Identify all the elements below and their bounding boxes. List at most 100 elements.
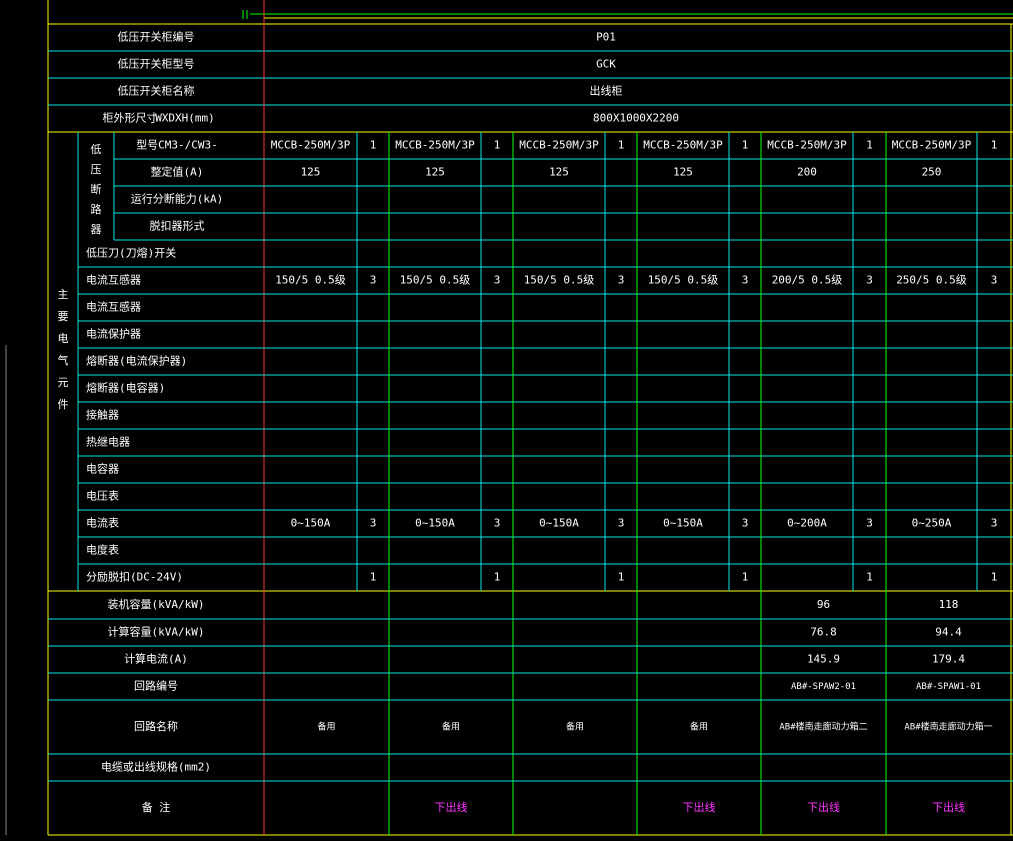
ammeter-range: 0~200A xyxy=(787,517,827,530)
breaker-model: MCCB-250M/3P xyxy=(519,139,599,152)
ammeter-qty: 3 xyxy=(494,517,501,530)
component-row-label: 热继电器 xyxy=(86,436,130,449)
ammeter-qty: 3 xyxy=(618,517,625,530)
shunt-qty: 1 xyxy=(742,571,749,584)
ct-spec: 200/5 0.5级 xyxy=(772,274,843,287)
footer-label: 计算容量(kVA/kW) xyxy=(108,625,205,639)
breaker-row-label: 型号CM3-/CW3- xyxy=(136,138,218,152)
circuit-name: 备用 xyxy=(566,721,584,733)
ct-qty: 3 xyxy=(742,274,749,287)
circuit-number: AB#-SPAW2-01 xyxy=(791,682,856,692)
shunt-qty: 1 xyxy=(866,571,873,584)
component-row-label: 电容器 xyxy=(86,462,119,476)
breaker-label: 断 xyxy=(91,182,102,196)
installed-capacity: 118 xyxy=(939,598,959,611)
header-label: 低压开关柜型号 xyxy=(118,57,195,71)
remark: 下出线 xyxy=(435,800,468,814)
ammeter-range: 0~150A xyxy=(291,517,331,530)
breaker-label: 器 xyxy=(91,223,102,236)
footer-label: 计算电流(A) xyxy=(124,652,188,666)
component-row-label: 电压表 xyxy=(86,489,119,503)
breaker-model: MCCB-250M/3P xyxy=(271,139,351,152)
shunt-qty: 1 xyxy=(991,571,998,584)
breaker-model: MCCB-250M/3P xyxy=(892,139,972,152)
component-row-label: 接触器 xyxy=(86,408,119,422)
main-components-label: 气 xyxy=(58,353,69,367)
header-label: 低压开关柜名称 xyxy=(118,84,195,98)
component-row-label: 电度表 xyxy=(86,543,119,557)
breaker-qty: 1 xyxy=(618,139,625,152)
component-row-label: 电流互感器 xyxy=(86,273,141,287)
footer-label: 装机容量(kVA/kW) xyxy=(108,597,205,611)
component-row-label: 低压刀(刀熔)开关 xyxy=(86,246,176,260)
calc-capacity: 94.4 xyxy=(935,626,962,639)
ct-qty: 3 xyxy=(618,274,625,287)
breaker-label: 路 xyxy=(91,203,102,216)
component-row-label: 熔断器(电容器) xyxy=(86,381,165,395)
footer-label: 回路名称 xyxy=(134,719,178,733)
main-components-label: 电 xyxy=(58,332,69,345)
breaker-qty: 1 xyxy=(742,139,749,152)
header-label: 柜外形尺寸 xyxy=(103,111,158,125)
circuit-name: 备用 xyxy=(690,721,708,733)
header-value: GCK xyxy=(596,58,616,71)
component-row-label: 电流保护器 xyxy=(86,327,141,341)
ct-spec: 150/5 0.5级 xyxy=(275,274,346,287)
breaker-label: 低 xyxy=(91,143,102,156)
ammeter-range: 0~150A xyxy=(663,517,703,530)
ammeter-qty: 3 xyxy=(742,517,749,530)
breaker-qty: 1 xyxy=(991,139,998,152)
breaker-setting: 250 xyxy=(922,166,942,179)
breaker-qty: 1 xyxy=(370,139,377,152)
component-row-label: 熔断器(电流保护器) xyxy=(86,354,187,368)
main-components-label: 件 xyxy=(58,398,69,411)
breaker-qty: 1 xyxy=(866,139,873,152)
ct-spec: 250/5 0.5级 xyxy=(896,274,967,287)
breaker-setting: 125 xyxy=(549,166,569,179)
footer-label: 回路编号 xyxy=(134,679,178,693)
component-row-label: 分励脱扣(DC-24V) xyxy=(86,570,183,584)
breaker-row-label: 整定值(A) xyxy=(151,165,204,179)
breaker-setting: 125 xyxy=(301,166,321,179)
shunt-qty: 1 xyxy=(494,571,501,584)
shunt-qty: 1 xyxy=(370,571,377,584)
breaker-model: MCCB-250M/3P xyxy=(767,139,847,152)
ammeter-qty: 3 xyxy=(370,517,377,530)
breaker-model: MCCB-250M/3P xyxy=(643,139,723,152)
circuit-name: 备用 xyxy=(317,721,335,733)
breaker-label: 压 xyxy=(91,163,102,176)
shunt-qty: 1 xyxy=(618,571,625,584)
ct-qty: 3 xyxy=(866,274,873,287)
ct-spec: 150/5 0.5级 xyxy=(648,274,719,287)
remark: 下出线 xyxy=(932,800,965,814)
ammeter-qty: 3 xyxy=(866,517,873,530)
main-components-label: 元 xyxy=(58,376,69,389)
footer-label: 电缆或出线规格(mm2) xyxy=(101,760,211,774)
ammeter-range: 0~250A xyxy=(912,517,952,530)
breaker-row-label: 脱扣器形式 xyxy=(150,219,205,233)
component-row-label: 电流表 xyxy=(86,516,119,530)
ammeter-range: 0~150A xyxy=(539,517,579,530)
calc-current: 145.9 xyxy=(807,653,840,666)
ammeter-range: 0~150A xyxy=(415,517,455,530)
main-components-label: 要 xyxy=(58,310,69,323)
circuit-number: AB#-SPAW1-01 xyxy=(916,682,981,692)
header-label: WXDXH(mm) xyxy=(155,112,215,125)
ct-spec: 150/5 0.5级 xyxy=(524,274,595,287)
remark: 下出线 xyxy=(683,800,716,814)
remark: 下出线 xyxy=(807,800,840,814)
main-components-label: 主 xyxy=(58,288,69,301)
circuit-name: AB#楼南走廊动力箱二 xyxy=(779,721,867,733)
ct-qty: 3 xyxy=(991,274,998,287)
breaker-model: MCCB-250M/3P xyxy=(395,139,475,152)
circuit-name: AB#楼南走廊动力箱一 xyxy=(904,721,992,733)
ct-spec: 150/5 0.5级 xyxy=(400,274,471,287)
calc-current: 179.4 xyxy=(932,653,965,666)
breaker-row-label: 运行分断能力(kA) xyxy=(131,192,224,206)
ct-qty: 3 xyxy=(494,274,501,287)
component-row-label: 电流互感器 xyxy=(86,300,141,314)
footer-label: 备 注 xyxy=(142,800,171,814)
header-value: 800X1000X2200 xyxy=(593,112,679,125)
